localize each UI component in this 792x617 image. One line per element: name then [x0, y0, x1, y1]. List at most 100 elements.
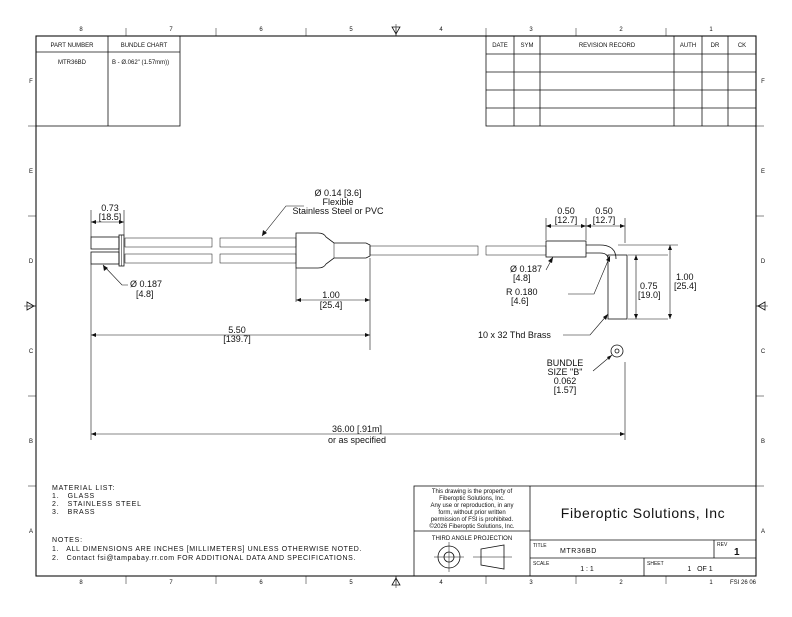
rev-label: REV — [717, 542, 728, 548]
dim-sheath-line1: Ø 0.14 [3.6] — [314, 188, 361, 198]
bundle-chart-value: B - Ø.062" (1.57mm)) — [112, 60, 169, 66]
dim-bundle-line3: 0.062 — [554, 376, 577, 386]
zone-row-right-D: D — [761, 259, 766, 265]
zone-row-right-A: A — [761, 529, 765, 535]
rev-header-auth: AUTH — [680, 43, 696, 49]
zone-col-bottom-8: 8 — [79, 580, 83, 586]
rev-header-date: DATE — [492, 43, 508, 49]
dim-breakout-mm: [25.4] — [320, 300, 343, 310]
dim-bundle-line2: SIZE "B" — [548, 367, 583, 377]
zone-col-bottom-1: 1 — [709, 580, 713, 586]
property-line-2: Fiberoptic Solutions, Inc. — [439, 496, 505, 502]
zone-col-bottom-4: 4 — [439, 580, 443, 586]
zone-row-left-B: B — [29, 439, 33, 445]
centering-marks — [24, 24, 768, 588]
dim-tip-length-in: 0.73 — [101, 203, 119, 213]
dim-overall-line1: 36.00 [.91m] — [332, 424, 382, 434]
scale-label: SCALE — [533, 561, 550, 567]
zone-col-top-2: 2 — [619, 27, 623, 33]
property-line-1: This drawing is the property of — [432, 489, 513, 495]
rev-header-sym: SYM — [520, 43, 533, 49]
rev-value: 1 — [734, 547, 740, 558]
zone-col-top-3: 3 — [529, 27, 533, 33]
dim-thread-callout: 10 x 32 Thd Brass — [478, 330, 551, 340]
zone-col-top-7: 7 — [169, 27, 173, 33]
third-angle-projection-icon — [434, 542, 512, 572]
cable-assembly — [90, 232, 628, 358]
note-1: 1. ALL DIMENSIONS ARE INCHES [MILLIMETER… — [52, 546, 362, 553]
dimensions: 0.73 [18.5] Ø 0.187 [4.8] Ø 0.14 [3.6] F… — [90, 188, 697, 445]
rev-header-record: REVISION RECORD — [579, 43, 636, 49]
dim-leg-length-in: 5.50 — [228, 325, 246, 335]
property-line-6: ©2026 Fiberoptic Solutions, Inc. — [429, 523, 514, 530]
dim-bundle-line1: BUNDLE — [547, 358, 584, 368]
dim-head-len-in: 1.00 — [676, 272, 694, 282]
projection-label: THIRD ANGLE PROJECTION — [432, 536, 512, 542]
zone-col-top-6: 6 — [259, 27, 263, 33]
dim-bend-radius-mm: [4.6] — [511, 296, 529, 306]
main-cable-spiral-2 — [485, 245, 547, 256]
notes: NOTES: 1. ALL DIMENSIONS ARE INCHES [MIL… — [52, 537, 362, 562]
zone-col-bottom-2: 2 — [619, 580, 623, 586]
dim-tip-diameter-in: Ø 0.187 — [130, 279, 162, 289]
dim-ferrule-len-mm: [12.7] — [555, 215, 578, 225]
threaded-rod — [607, 254, 628, 320]
company-name: Fiberoptic Solutions, Inc — [561, 505, 725, 521]
zone-col-bottom-6: 6 — [259, 580, 263, 586]
zone-row-left-C: C — [29, 349, 34, 355]
zone-row-left-E: E — [29, 169, 33, 175]
dim-ferrule-len-in: 0.50 — [557, 206, 575, 216]
zone-col-bottom-3: 3 — [529, 580, 533, 586]
title-block: This drawing is the property of Fiberopt… — [413, 485, 757, 577]
rev-header-ck: CK — [738, 43, 746, 49]
part-number-value: MTR36BD — [58, 60, 87, 66]
dim-breakout-in: 1.00 — [322, 290, 340, 300]
dim-sheath-line2: Flexible — [322, 197, 353, 207]
dim-tip-diameter-mm: [4.8] — [136, 289, 154, 299]
dim-bend-len-in: 0.50 — [595, 206, 613, 216]
rev-header-dr: DR — [711, 43, 720, 49]
zone-row-right-E: E — [761, 169, 765, 175]
dim-head-len-mm: [25.4] — [674, 281, 697, 291]
zone-row-left-A: A — [29, 529, 33, 535]
zone-col-top-1: 1 — [709, 27, 713, 33]
dim-overall-line2: or as specified — [328, 435, 386, 445]
zone-col-bottom-5: 5 — [349, 580, 353, 586]
zone-col-bottom-7: 7 — [169, 580, 173, 586]
dim-ferrule-dia-mm: [4.8] — [513, 273, 531, 283]
zone-col-top-5: 5 — [349, 27, 353, 33]
doc-id: FSI 26 06 — [730, 580, 757, 586]
notes-title: NOTES: — [52, 537, 83, 544]
dim-thread-len-mm: [19.0] — [638, 290, 661, 300]
dim-ferrule-dia-in: Ø 0.187 — [510, 264, 542, 274]
material-list-title: MATERIAL LIST: — [52, 485, 115, 492]
bundle-chart-header: BUNDLE CHART — [121, 43, 168, 49]
dim-leg-length-mm: [139.7] — [223, 334, 251, 344]
main-cable-spiral — [369, 245, 479, 256]
zone-col-top-4: 4 — [439, 27, 443, 33]
dim-tip-length-mm: [18.5] — [99, 212, 122, 222]
sheet-value: 1 OF 1 — [687, 566, 712, 573]
material-item-2: 2. STAINLESS STEEL — [52, 501, 142, 508]
zone-row-right-C: C — [761, 349, 766, 355]
material-item-3: 3. BRASS — [52, 509, 95, 516]
zone-row-right-F: F — [761, 79, 765, 85]
part-table: PART NUMBER BUNDLE CHART MTR36BD B - Ø.0… — [35, 35, 181, 127]
scale-value: 1 : 1 — [580, 566, 594, 573]
dim-bend-radius-in: R 0.180 — [506, 287, 538, 297]
ferrule — [545, 240, 587, 258]
zone-col-top-8: 8 — [79, 27, 83, 33]
title-label: TITLE — [533, 543, 547, 549]
revision-table: DATE SYM REVISION RECORD AUTH DR CK — [485, 35, 757, 127]
leg-spirals — [124, 237, 297, 264]
property-line-3: Any use or reproduction, in any — [430, 503, 513, 509]
zone-row-left-F: F — [29, 79, 33, 85]
bundle-end-view — [610, 344, 624, 358]
material-item-1: 1. GLASS — [52, 493, 95, 500]
dim-bend-len-mm: [12.7] — [593, 215, 616, 225]
property-line-5: permission of FSI is prohibited. — [431, 517, 514, 523]
bent-tube — [586, 244, 617, 260]
property-line-4: form, without prior written — [438, 510, 505, 516]
